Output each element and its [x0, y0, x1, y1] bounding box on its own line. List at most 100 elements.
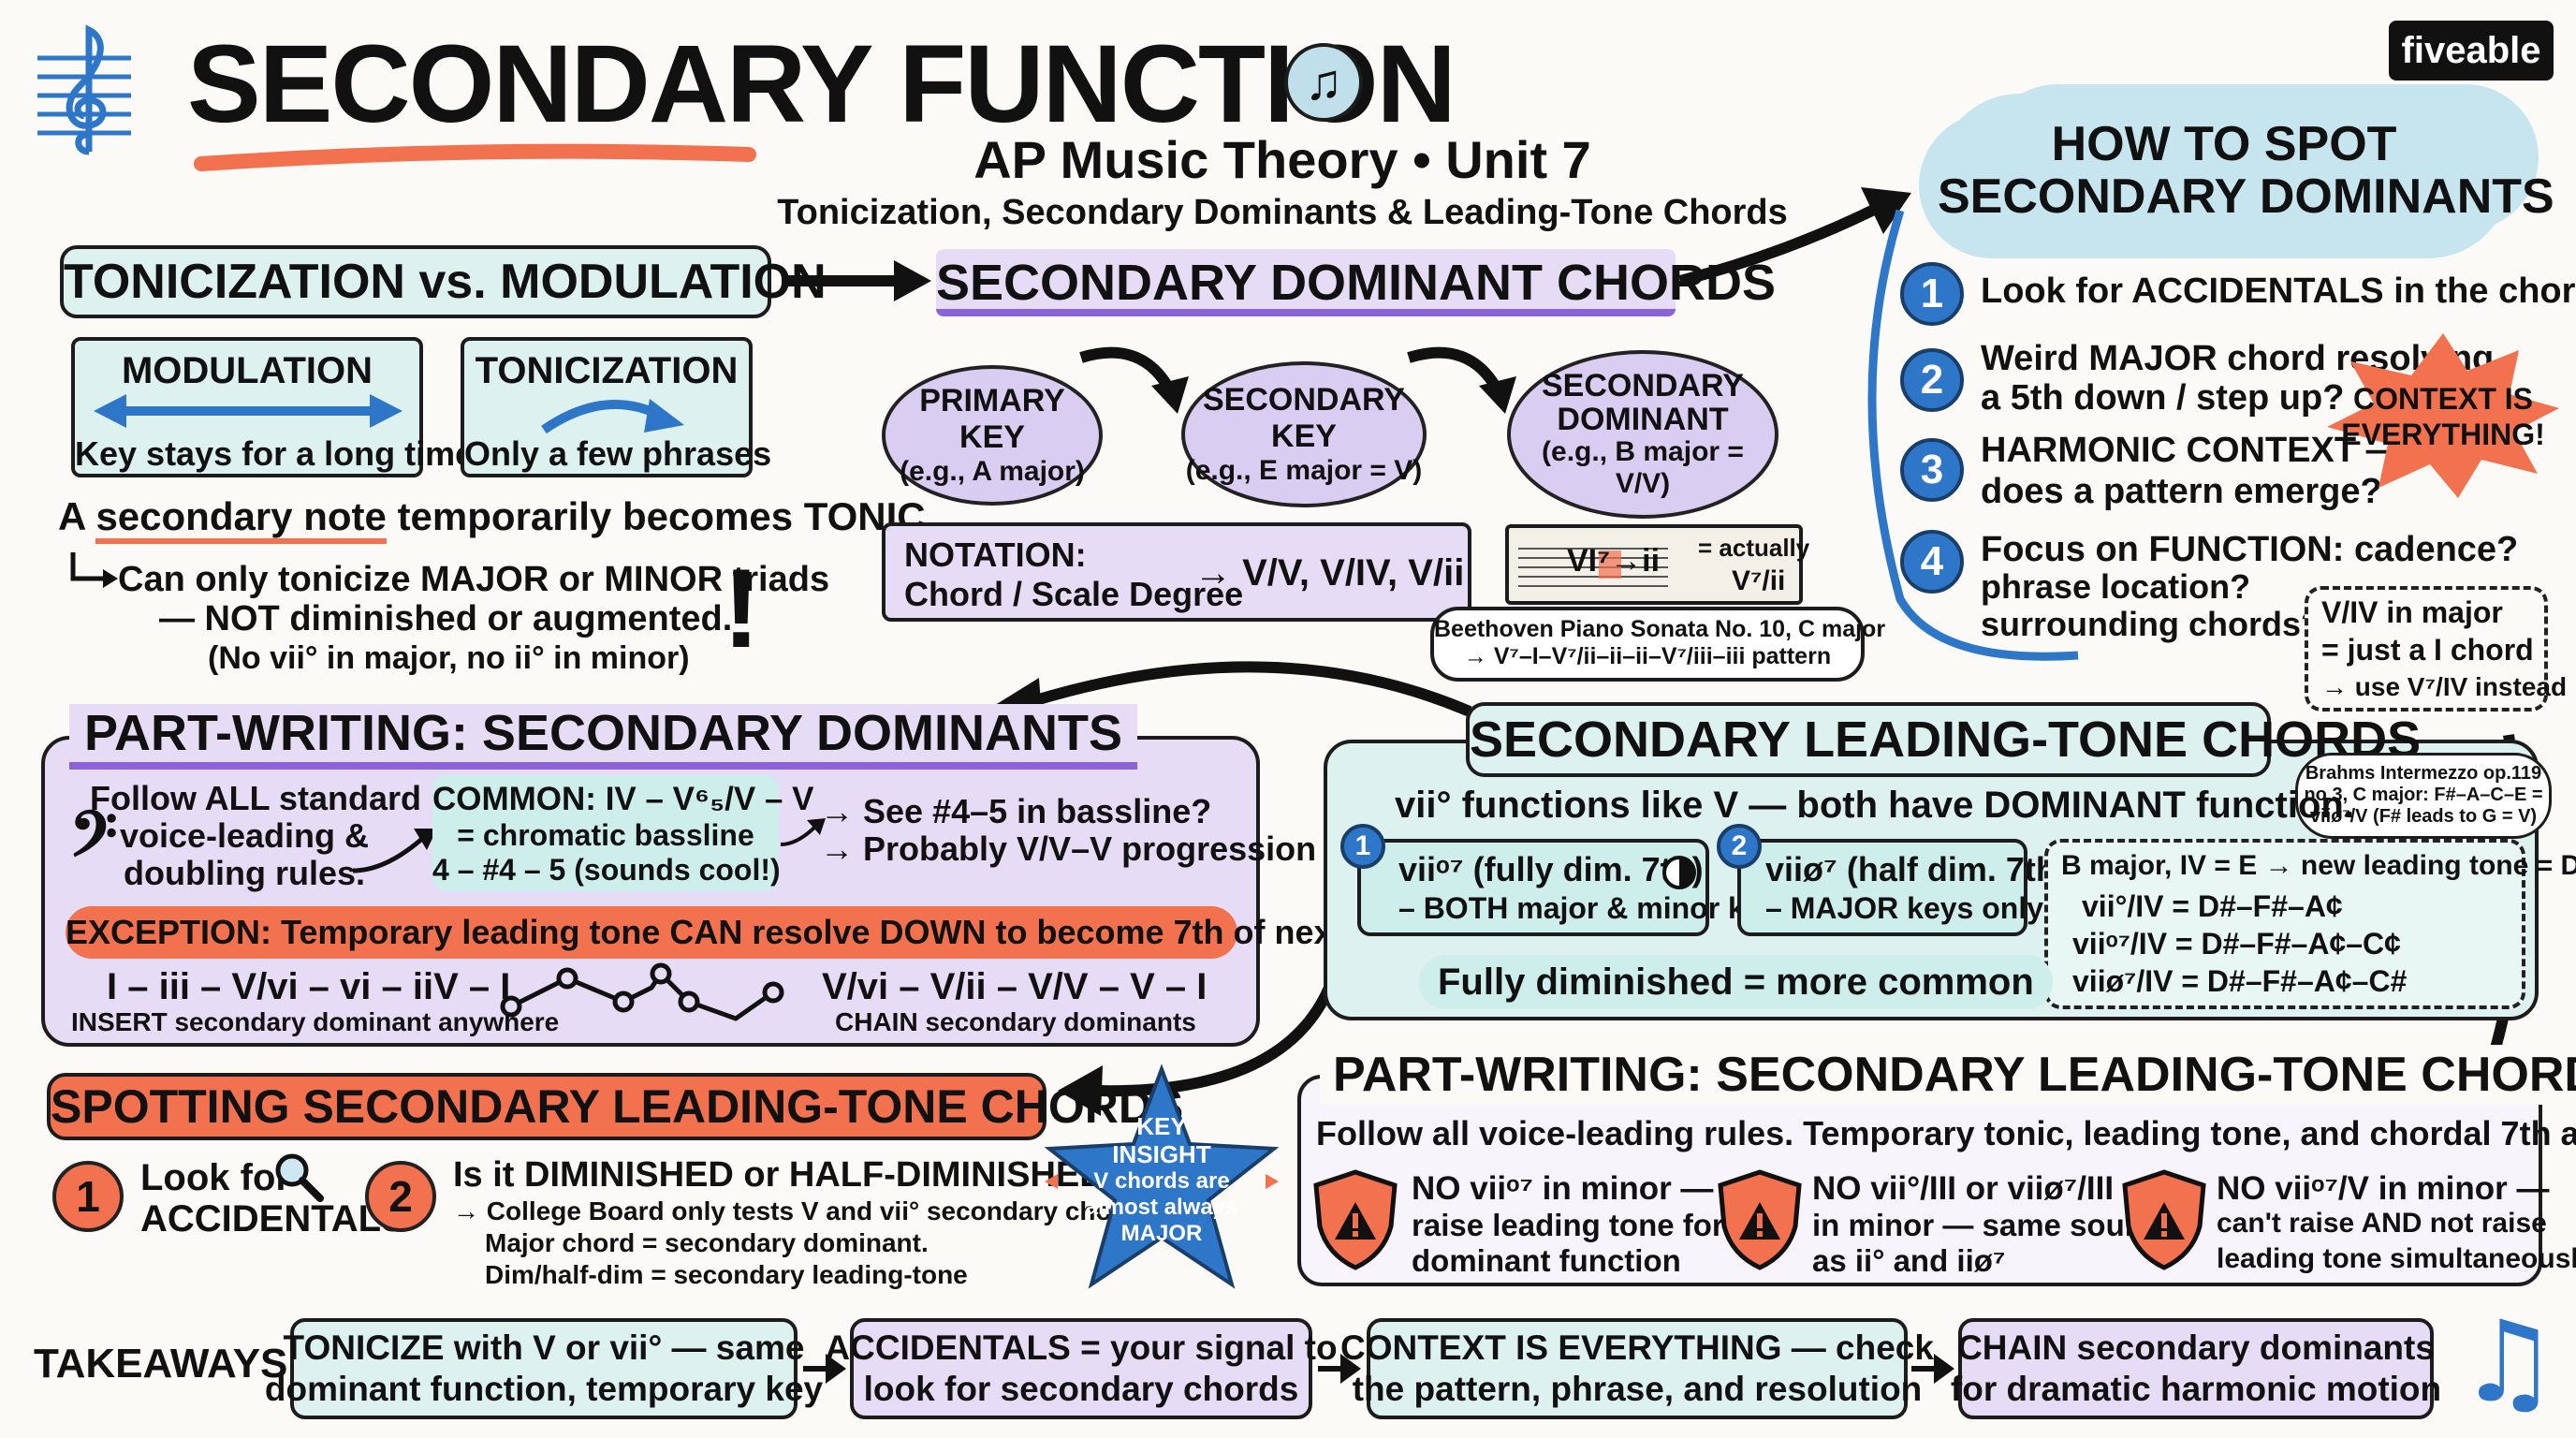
secondary-dominant-oval: SECONDARY DOMINANT (e.g., B major = V/V): [1507, 350, 1778, 519]
pw-slt-intro: Follow all voice-leading rules. Temporar…: [1316, 1114, 2576, 1152]
blue-bracket-curve: [1867, 209, 2079, 661]
warning-shield-icon: [2117, 1168, 2211, 1271]
double-arrow-icon: [94, 394, 402, 428]
modulation-title: MODULATION: [121, 350, 373, 391]
bass-clef-icon: 𝄢: [69, 799, 118, 886]
pw-slt-item-1-line1: NO viiᵒ⁷ in minor —: [1412, 1170, 1714, 1207]
staff-chord-text: VI⁷→ii: [1567, 543, 1661, 579]
secondary-note-keyword: secondary note: [95, 494, 387, 544]
context-burst: CONTEXT IS EVERYTHING!: [2327, 333, 2559, 498]
slt-option-1-badge: 1: [1340, 824, 1385, 869]
spot-slt-2-line1: → College Board only tests V and vii° se…: [453, 1196, 1160, 1225]
secondary-dominant-heading: SECONDARY DOMINANT CHORDS: [936, 249, 1776, 316]
pw-rules-line1: Follow ALL standard: [90, 779, 422, 817]
pw-slt-item-1-line3: dominant function: [1412, 1243, 1681, 1278]
chain-zigzag-icon: [500, 962, 784, 1021]
takeaway-4: CHAIN secondary dominants for dramatic h…: [1951, 1318, 2441, 1419]
curved-arrow-icon: [541, 399, 684, 434]
takeaway-arrow-1: [803, 1354, 846, 1384]
arrow-to-how-to-spot: [1678, 187, 1911, 286]
spot-step-2-line2: a 5th down / step up?: [1981, 378, 2345, 418]
modulation-box: MODULATION Key stays for a long time: [71, 337, 475, 477]
hook-arrow-icon: [70, 552, 118, 588]
page-title: SECONDARY FUNCTION: [187, 22, 1456, 146]
v-of-iv-note: V/IV in major = just a I chord → use V⁷/…: [2305, 586, 2567, 712]
takeaway-arrow-3: [1911, 1354, 1954, 1384]
takeaway-2: ACCIDENTALS = your signal to look for se…: [825, 1318, 1338, 1419]
spot-step-3-line2: does a pattern emerge?: [1981, 472, 2382, 511]
notation-box: NOTATION: Chord / Scale Degree → V/V, V/…: [882, 522, 1471, 622]
takeaway-arrow-2: [1318, 1354, 1361, 1384]
pw-slt-item-2-line2: in minor — same sound: [1812, 1208, 2163, 1242]
arrow-to-secondary-dominant: [782, 260, 931, 301]
notation-label-2: Chord / Scale Degree: [904, 575, 1244, 613]
warning-shield-icon: [1713, 1168, 1807, 1271]
notation-examples: → V/V, V/IV, V/ii: [1194, 552, 1465, 594]
spot-step-1: Look for ACCIDENTALS in the chord: [1981, 271, 2576, 311]
chain-caption: CHAIN secondary dominants: [835, 1007, 1196, 1036]
actually-label: = actually: [1698, 534, 1810, 562]
rules-arrow: [352, 829, 437, 873]
page-tagline: Tonicization, Secondary Dominants & Lead…: [777, 193, 1788, 232]
spot-step-2-badge: 2: [1900, 348, 1964, 412]
page-subtitle: AP Music Theory • Unit 7: [973, 130, 1591, 189]
spot-slt-2-badge: 2: [365, 1161, 436, 1232]
oval-arrow-1: [1079, 346, 1189, 414]
pw-slt-item-2-line3: as ii° and iiø⁷: [1812, 1243, 2006, 1278]
modulation-desc: Key stays for a long time: [75, 434, 475, 473]
probably-progression: → Probably V/V–V progression: [820, 829, 1317, 868]
music-note-icon: ♫: [2458, 1298, 2559, 1428]
key-insight-star: KEY INSIGHT V chords are almost always M…: [1044, 1064, 1280, 1294]
mini-staff-icon: [1518, 548, 1668, 587]
brahms-example: Brahms Intermezzo op.119 no.3, C major: …: [2295, 753, 2552, 839]
tonicization-title: TONICIZATION: [475, 350, 739, 391]
spotting-slt-heading: SPOTTING SECONDARY LEADING-TONE CHORDS: [47, 1073, 1183, 1140]
spot-slt-2-title: Is it DIMINISHED or HALF-DIMINISHED?: [453, 1155, 1127, 1195]
beethoven-example: Beethoven Piano Sonata No. 10, C major →…: [1430, 607, 1885, 682]
common-arrow: [780, 818, 826, 846]
pw-slt-item-1-line2: raise leading tone for: [1412, 1208, 1724, 1242]
slt-option-2: viiø⁷ (half dim. 7th) – MAJOR keys only: [1737, 839, 2068, 936]
title-underline: [194, 143, 756, 171]
spot-step-1-badge: 1: [1900, 262, 1964, 326]
spot-step-4-badge: 4: [1900, 530, 1964, 594]
arrow-to-spotting-slt: [1058, 985, 1335, 1116]
oval-arrow-2: [1407, 346, 1516, 414]
magnifier-icon: [271, 1150, 324, 1202]
spot-slt-2-line2: Major chord = secondary dominant.: [485, 1228, 929, 1257]
exception-banner: EXCEPTION: Temporary leading tone CAN re…: [66, 906, 1447, 959]
slt-functions: vii° functions like V — both have DOMINA…: [1395, 785, 2354, 826]
spot-step-4-line1: Focus on FUNCTION: cadence?: [1981, 530, 2519, 569]
spot-step-3-line1: HARMONIC CONTEXT —: [1981, 431, 2402, 470]
slt-option-2-badge: 2: [1717, 824, 1762, 869]
music-note-icon: ♫: [1284, 43, 1363, 122]
treble-clef-icon: [37, 21, 131, 161]
slt-heading: SECONDARY LEADING-TONE CHORDS: [1466, 702, 2421, 777]
tonicize-rule-line3: (No vii° in major, no ii° in minor): [208, 640, 690, 676]
chain-progression: V/vi – V/ii – V/V – V – I: [822, 966, 1208, 1007]
spot-step-2-line1: Weird MAJOR chord resolving: [1981, 339, 2495, 378]
tonicization-desc: Only a few phrases: [464, 434, 772, 473]
b-major-example: B major, IV = E → new leading tone = D# …: [2044, 839, 2576, 1009]
secondary-note-statement: A secondary note temporarily becomes TON…: [58, 494, 936, 544]
pw-slt-item-3-line2: can't raise AND not raise: [2217, 1208, 2547, 1239]
staff-example-box: VI⁷→ii = actually V⁷/ii: [1505, 524, 1809, 605]
pw-rules-line2: voice-leading &: [119, 816, 370, 855]
notation-label: NOTATION:: [904, 536, 1087, 574]
half-circle-icon: [1662, 856, 1696, 889]
pw-dominants-heading: PART-WRITING: SECONDARY DOMINANTS: [69, 704, 1137, 770]
common-progression-box: COMMON: IV – V⁶₅/V – V = chromatic bassl…: [432, 775, 814, 891]
tonicization-heading: TONICIZATION vs. MODULATION: [60, 245, 827, 318]
fully-dim-common: Fully diminished = more common: [1419, 955, 2053, 1009]
takeaways-label: TAKEAWAYS:: [34, 1341, 302, 1387]
secondary-key-oval: SECONDARY KEY (e.g., E major = V): [1181, 361, 1427, 507]
takeaway-3: CONTEXT IS EVERYTHING — check the patter…: [1340, 1318, 1934, 1419]
spot-slt-1-badge: 1: [52, 1161, 124, 1232]
insert-progression: I – iii – V/vi – vi – iiV – I: [107, 966, 511, 1007]
spot-slt-2-line3: Dim/half-dim = secondary leading-tone: [485, 1260, 968, 1289]
actually-value: V⁷/ii: [1732, 565, 1786, 596]
pw-slt-heading: PART-WRITING: SECONDARY LEADING-TONE CHO…: [1320, 1045, 2576, 1105]
pw-slt-item-3-line3: leading tone simultaneously: [2217, 1243, 2576, 1274]
spot-slt-1-line1: Look for: [140, 1157, 290, 1198]
tonicization-box: TONICIZATION Only a few phrases: [461, 337, 772, 477]
